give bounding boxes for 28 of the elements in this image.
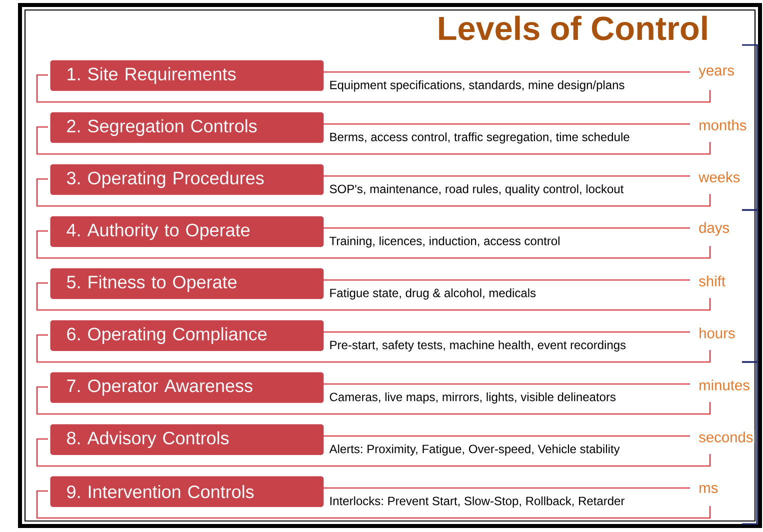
level-box: 1. Site Requirements	[50, 60, 324, 91]
description: Cameras, live maps, mirrors, lights, visible delineators	[330, 392, 616, 404]
time-label: shift	[699, 276, 726, 286]
description: Training, licences, induction, access control	[330, 236, 560, 248]
level-box: 8. Advisory Controls	[50, 424, 324, 455]
time-label: minutes	[700, 380, 750, 390]
description: SOP's, maintenance, road rules, quality control, lockout	[330, 184, 624, 196]
description: Pre-start, safety tests, machine health, event recordings	[330, 340, 626, 352]
level-box: 6. Operating Compliance	[50, 320, 324, 351]
level-box: 3. Operating Procedures	[50, 164, 324, 195]
time-label: weeks	[698, 172, 740, 182]
level-box: 4. Authority to Operate	[50, 216, 324, 247]
time-label: ms	[700, 485, 718, 494]
level-box: 9. Intervention Controls	[50, 476, 324, 507]
time-label: hours	[700, 328, 735, 338]
description: Alerts: Proximity, Fatigue, Over-speed, Vehicle stability	[329, 444, 620, 456]
time-label: months	[700, 120, 746, 130]
time-label: seconds	[699, 432, 753, 442]
level-box: 2. Segregation Controls	[50, 112, 324, 143]
description: Fatigue state, drug & alcohol, medicals	[330, 288, 536, 300]
time-label: years	[698, 68, 734, 78]
time-label: days	[699, 222, 730, 236]
description: Equipment specifications, standards, mine design/plans	[330, 80, 624, 92]
description: Interlocks: Prevent Start, Slow-Stop, Rollback, Retarder	[330, 496, 624, 508]
title: Levels of Control	[439, 16, 707, 40]
level-box: 7. Operator Awareness	[50, 372, 324, 403]
level-box: 5. Fitness to Operate	[50, 268, 324, 299]
description: Berms, access control, traffic segregation, time schedule	[330, 132, 630, 144]
